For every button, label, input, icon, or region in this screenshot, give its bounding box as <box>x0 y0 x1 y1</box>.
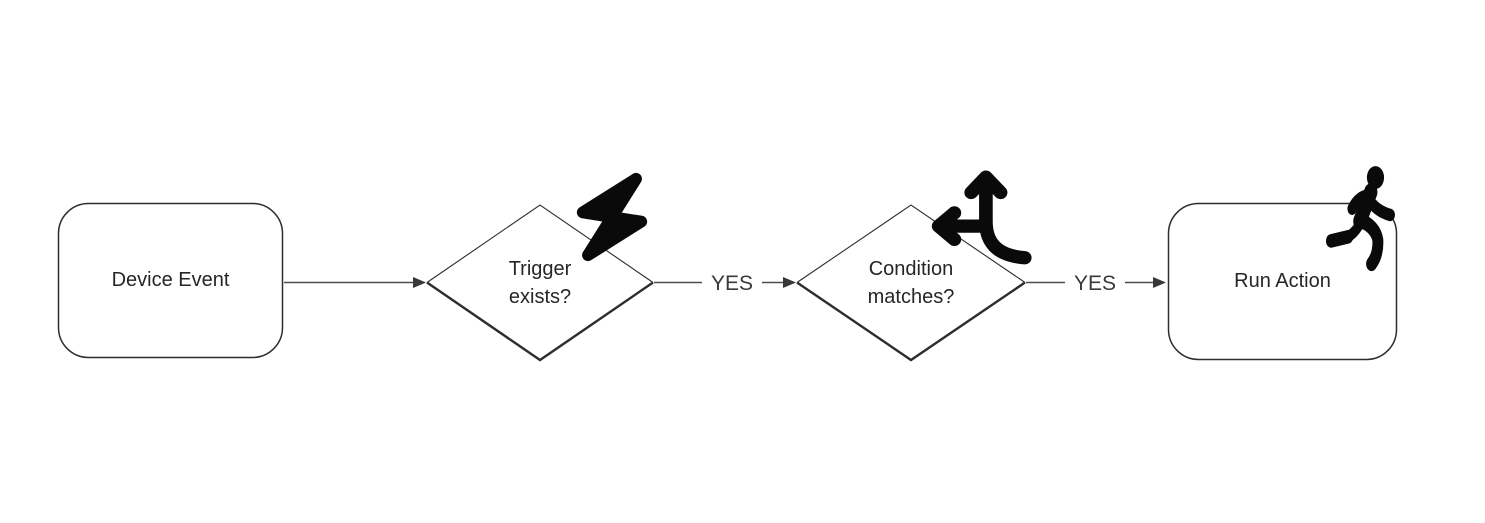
arrowhead-icon <box>413 277 426 288</box>
edge-label-yes-1: YES <box>701 272 763 296</box>
condition-matches-node-shape <box>796 204 1026 362</box>
arrowhead-icon <box>1153 277 1166 288</box>
person-running-icon <box>1325 166 1395 272</box>
arrow-device-to-trigger <box>284 277 426 288</box>
arrowhead-icon <box>783 277 796 288</box>
device-event-node-shape <box>57 202 284 359</box>
bolt-icon <box>576 172 648 262</box>
edge-label-yes-2: YES <box>1064 272 1126 296</box>
split-arrows-icon <box>931 170 1032 265</box>
